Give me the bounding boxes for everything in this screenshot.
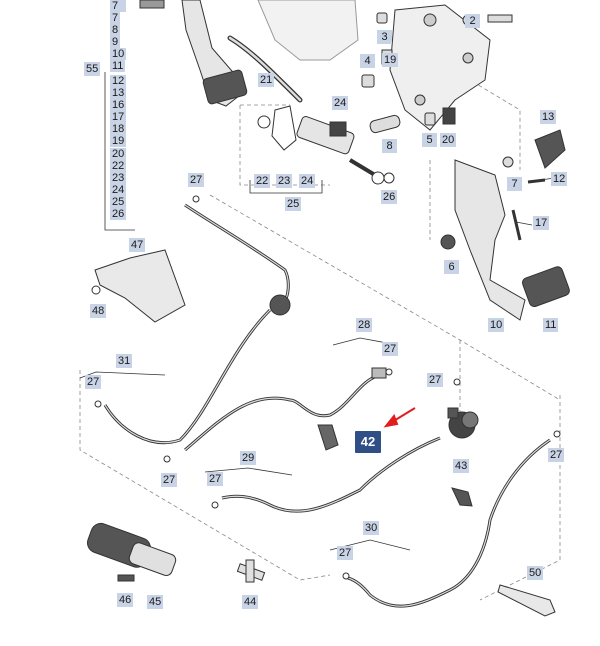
list-item: 8: [110, 24, 121, 37]
callout-12[interactable]: 12: [551, 172, 568, 186]
clip-rings: [94, 195, 561, 580]
line-29: [221, 436, 441, 513]
callout-24[interactable]: 24: [299, 174, 316, 188]
list-item: 26: [110, 208, 127, 221]
list-item: 24: [110, 184, 127, 197]
clutch-master-cylinder: [257, 105, 385, 185]
callout-50[interactable]: 50: [527, 566, 544, 580]
callout-5[interactable]: 5: [422, 133, 437, 147]
callout-30[interactable]: 30: [363, 521, 380, 535]
callout-43[interactable]: 43: [453, 459, 470, 473]
bracket-13: [534, 129, 566, 169]
list-item: 7: [110, 12, 121, 25]
red-arrow: [383, 407, 416, 428]
line-28: [184, 203, 291, 316]
callout-27-mid[interactable]: 27: [382, 342, 399, 356]
callout-11[interactable]: 11: [543, 318, 559, 332]
list-item: 12: [110, 75, 127, 88]
callout-13[interactable]: 13: [540, 110, 557, 124]
list-item: 19: [110, 135, 127, 148]
dashed-frame-lines: [79, 79, 561, 601]
callout-25[interactable]: 25: [285, 197, 302, 211]
callout-27-top[interactable]: 27: [188, 173, 205, 187]
callout-27-lower-left[interactable]: 27: [161, 473, 178, 487]
list-item: 22: [110, 160, 127, 173]
callout-27-left[interactable]: 27: [85, 375, 102, 389]
list-item: 7: [110, 0, 126, 13]
callout-3[interactable]: 3: [377, 30, 392, 44]
clutch-pedal: [440, 159, 570, 321]
fitting-43: [451, 487, 473, 507]
callout-21[interactable]: 21: [258, 73, 275, 87]
list-item: 9: [110, 36, 121, 49]
list-item: 23: [110, 172, 127, 185]
t-piece-44: [236, 559, 266, 583]
callout-17[interactable]: 17: [533, 216, 550, 230]
connector-42-part: [317, 424, 339, 451]
list-item: 25: [110, 196, 127, 209]
callout-19[interactable]: 19: [382, 53, 399, 67]
list-item: 17: [110, 111, 127, 124]
list-item: 13: [110, 87, 127, 100]
line-31: [103, 308, 272, 445]
callout-8[interactable]: 8: [382, 139, 397, 153]
callout-44[interactable]: 44: [242, 595, 259, 609]
grease-tube-50: [497, 584, 556, 617]
callout-27-far-right[interactable]: 27: [548, 448, 565, 462]
slave-cylinder-45: [86, 522, 177, 582]
callout-47[interactable]: 47: [129, 238, 146, 252]
line-28-main: [184, 367, 387, 452]
callout-20[interactable]: 20: [440, 133, 457, 147]
list-item: 11: [110, 60, 126, 73]
heat-shield-47: [94, 249, 186, 323]
callout-31[interactable]: 31: [116, 354, 133, 368]
callout-48[interactable]: 48: [90, 304, 107, 318]
slave-cylinder-unit: [447, 407, 479, 439]
callout-4[interactable]: 4: [360, 54, 375, 68]
pedal-bracket: [257, 0, 491, 131]
callout-28[interactable]: 28: [356, 318, 373, 332]
callout-27-right[interactable]: 27: [427, 373, 444, 387]
callout-6[interactable]: 6: [444, 260, 459, 274]
callout-27-line29[interactable]: 27: [207, 472, 224, 486]
callout-29[interactable]: 29: [240, 451, 257, 465]
callout-2[interactable]: 2: [465, 14, 480, 28]
list-item: 20: [110, 148, 127, 161]
list-item: 18: [110, 123, 127, 136]
callout-10[interactable]: 10: [488, 318, 505, 332]
list-item: 10: [110, 48, 127, 61]
callout-45[interactable]: 45: [147, 595, 164, 609]
callout-23[interactable]: 23: [276, 174, 293, 188]
callout-55[interactable]: 55: [84, 62, 101, 76]
list-item: 16: [110, 99, 127, 112]
line-30: [347, 438, 551, 608]
callout-46[interactable]: 46: [117, 593, 134, 607]
brake-pedal: [139, 0, 248, 107]
callout-24-top[interactable]: 24: [332, 96, 349, 110]
callout-7[interactable]: 7: [507, 177, 522, 191]
callout-27-line30[interactable]: 27: [337, 546, 354, 560]
callout-26[interactable]: 26: [381, 190, 398, 204]
callout-42[interactable]: 42: [355, 431, 381, 453]
callout-22[interactable]: 22: [254, 174, 271, 188]
